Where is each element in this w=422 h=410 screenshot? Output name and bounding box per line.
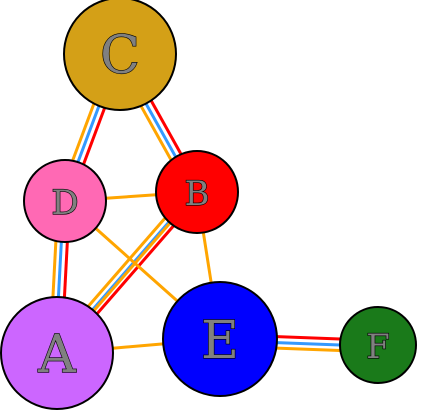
edge-c-b <box>139 99 183 161</box>
node-f[interactable] <box>339 306 417 384</box>
edge-e-f <box>276 335 341 353</box>
node-label-a: A <box>37 325 77 385</box>
node-label-b: B <box>185 174 210 214</box>
node-b[interactable] <box>155 150 239 234</box>
edge-c-d <box>71 103 106 165</box>
node-e[interactable] <box>162 281 278 397</box>
node-d[interactable] <box>23 159 107 243</box>
edge-d-b <box>105 193 157 200</box>
edge-b-e <box>201 232 213 283</box>
edge-a-e <box>112 342 164 350</box>
node-c[interactable] <box>63 0 177 111</box>
edge-d-e <box>94 227 179 303</box>
node-label-d: D <box>51 183 78 223</box>
node-label-c: C <box>100 26 140 86</box>
edge-a-b <box>92 221 172 312</box>
edge-d-a <box>51 241 69 298</box>
node-a[interactable] <box>0 296 114 410</box>
node-label-e: E <box>201 311 239 371</box>
edges-layer <box>51 99 341 353</box>
labels-layer: C D B A E F <box>37 25 391 385</box>
node-label-f: F <box>366 327 390 367</box>
